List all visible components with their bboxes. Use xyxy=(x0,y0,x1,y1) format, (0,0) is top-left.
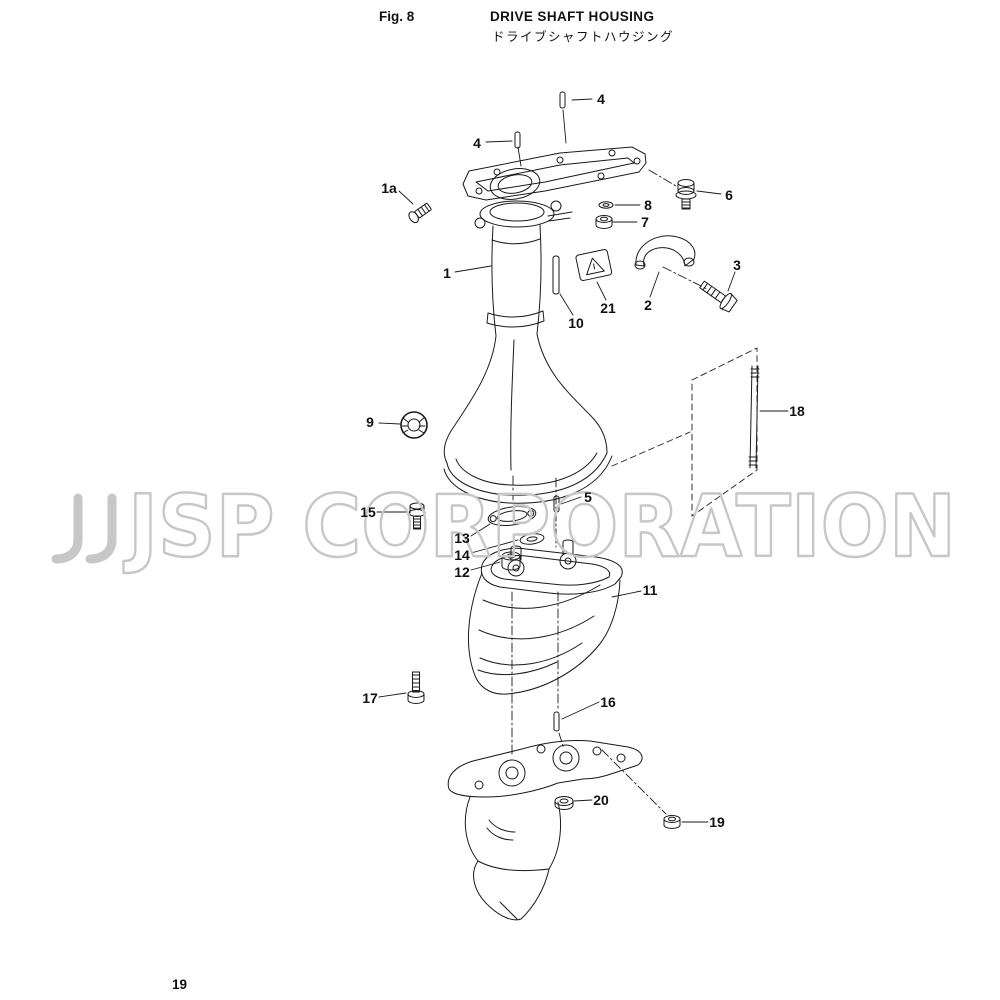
part-bolt-6 xyxy=(675,179,697,210)
part-upper-plate xyxy=(462,146,647,201)
callout-label-6: 6 xyxy=(725,187,733,203)
callout-label-12: 12 xyxy=(454,564,470,580)
callout-label-7: 7 xyxy=(641,214,649,230)
callout-label-15: 15 xyxy=(360,504,376,520)
part-grommet-9 xyxy=(400,411,428,439)
callout-label-10: 10 xyxy=(568,315,584,331)
callout-label-8: 8 xyxy=(644,197,652,213)
part-nut-19 xyxy=(663,815,681,829)
diagram-artwork: JSP CORPORATION xyxy=(51,91,957,921)
callout-label-19: 19 xyxy=(709,814,725,830)
callout-label-21: 21 xyxy=(600,300,616,316)
part-drive-shaft-housing xyxy=(443,200,613,504)
page-number: 19 xyxy=(172,977,188,992)
callout-label-4: 4 xyxy=(473,135,481,151)
callout-label-14: 14 xyxy=(454,547,470,563)
callout-label-11: 11 xyxy=(642,582,658,598)
part-pin-5 xyxy=(553,495,560,513)
callout-label-9: 9 xyxy=(366,414,374,430)
callout-label-1: 1 xyxy=(443,265,451,281)
watermark-text: JSP CORPORATION xyxy=(123,477,956,577)
part-bolt-1a xyxy=(408,202,432,224)
part-bolt-15 xyxy=(408,502,426,530)
callout-label-1a: 1a xyxy=(381,180,397,196)
figure-label: Fig. 8 xyxy=(379,9,415,24)
page-title: DRIVE SHAFT HOUSING xyxy=(490,9,655,24)
part-lower-casing xyxy=(468,539,623,695)
part-pin-4-left xyxy=(514,131,521,149)
callout-label-4: 4 xyxy=(597,91,605,107)
part-gasket-13 xyxy=(487,505,537,527)
callout-label-3: 3 xyxy=(733,257,741,273)
part-pin-16 xyxy=(553,711,560,732)
page-title-japanese: ドライブシャフトハウジング xyxy=(492,30,675,44)
part-nut-7 xyxy=(595,215,613,229)
part-pin-10 xyxy=(552,255,560,295)
part-gearcase xyxy=(447,740,643,921)
part-grommet-20 xyxy=(554,796,574,810)
callout-label-13: 13 xyxy=(454,530,470,546)
reference-box-18 xyxy=(611,347,758,517)
part-bolt-3 xyxy=(699,280,738,313)
watermark: JSP CORPORATION xyxy=(51,476,957,578)
leader-lines xyxy=(376,98,789,823)
callout-label-20: 20 xyxy=(593,792,609,808)
part-washer-8 xyxy=(598,201,614,209)
part-clamp-2 xyxy=(634,235,696,270)
callout-label-2: 2 xyxy=(644,297,652,313)
part-pin-4-top xyxy=(559,91,566,109)
part-warning-label-21 xyxy=(575,249,613,282)
callout-label-16: 16 xyxy=(600,694,616,710)
callout-label-18: 18 xyxy=(789,403,805,419)
part-bolt-17 xyxy=(407,671,425,704)
centerlines xyxy=(511,169,708,815)
part-rod-18 xyxy=(748,365,760,469)
callout-label-5: 5 xyxy=(584,489,592,505)
callout-label-17: 17 xyxy=(362,690,378,706)
part-washer-14 xyxy=(519,533,545,545)
